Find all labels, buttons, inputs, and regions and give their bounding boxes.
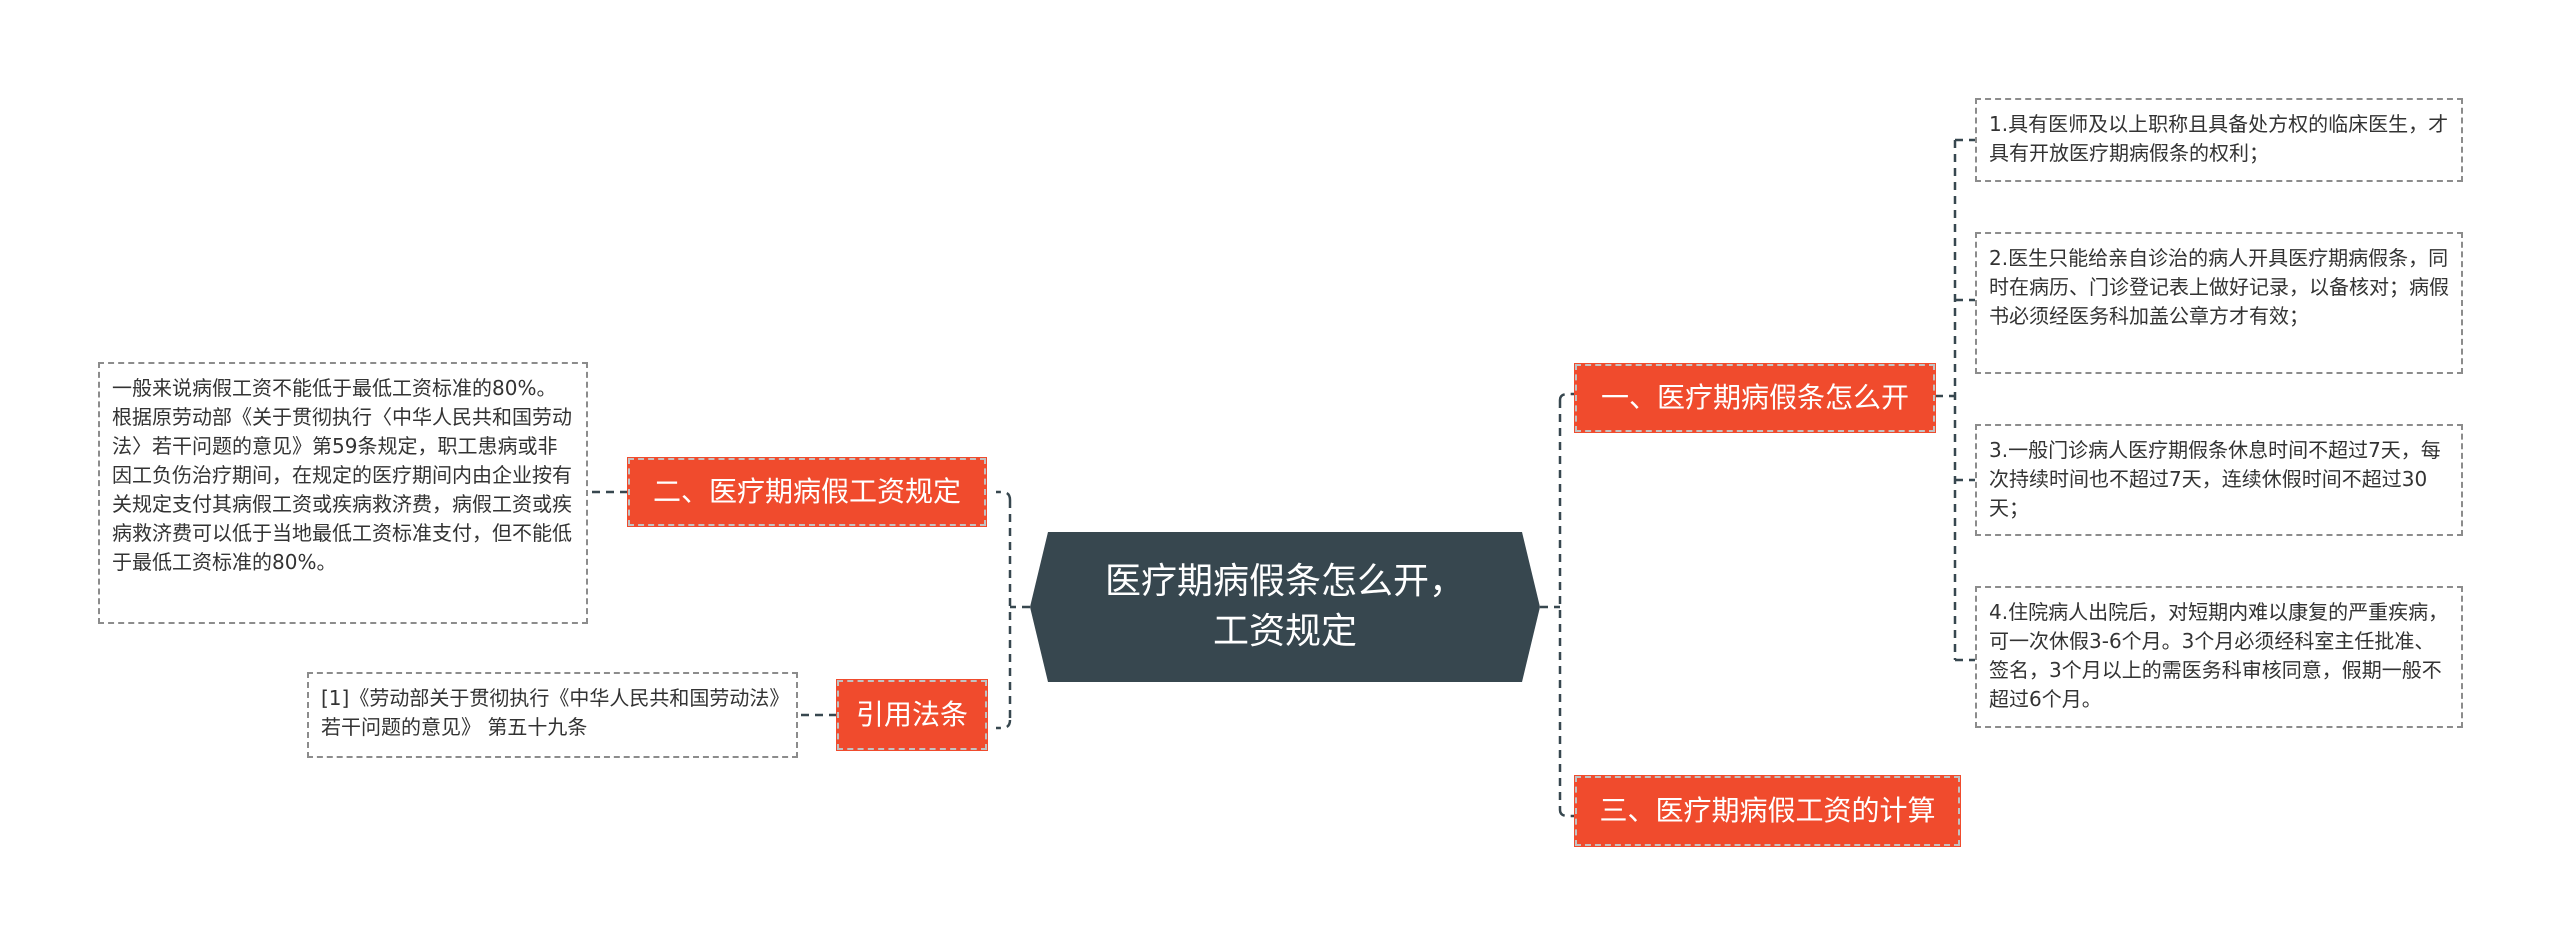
branch-sick-pay-rules-label: 二、医疗期病假工资规定 xyxy=(652,475,961,508)
central-topic[interactable]: 医疗期病假条怎么开，工资规定 xyxy=(1030,532,1540,682)
leaf-issue-rule-3: 3.一般门诊病人医疗期假条休息时间不超过7天，每次持续时间也不超过7天，连续休假… xyxy=(1975,424,2463,536)
leaf-sick-pay-rules-detail: 一般来说病假工资不能低于最低工资标准的80%。根据原劳动部《关于贯彻执行〈中华人… xyxy=(98,362,588,624)
connector-right-branch-1 xyxy=(1558,392,1575,401)
leaf-issue-rule-1: 1.具有医师及以上职称且具备处方权的临床医生，才具有开放医疗期病假条的权利； xyxy=(1975,98,2463,182)
leaf-cited-law-detail: [1]《劳动部关于贯彻执行《中华人民共和国劳动法》若干问题的意见》 第五十九条 xyxy=(307,672,798,758)
branch-how-to-issue-note[interactable]: 一、医疗期病假条怎么开 xyxy=(1574,363,1936,433)
branch-cited-law-label: 引用法条 xyxy=(855,698,968,731)
central-topic-label: 医疗期病假条怎么开，工资规定 xyxy=(1104,561,1465,652)
connector-left-branch-1 xyxy=(996,490,1012,501)
leaf-issue-rule-2: 2.医生只能给亲自诊治的病人开具医疗期病假条，同时在病历、门诊登记表上做好记录，… xyxy=(1975,232,2463,374)
branch-sick-pay-calculation[interactable]: 三、医疗期病假工资的计算 xyxy=(1574,775,1961,847)
central-topic-shape xyxy=(1030,532,1540,682)
branch-sick-pay-rules[interactable]: 二、医疗期病假工资规定 xyxy=(627,457,987,527)
leaf-issue-rule-4: 4.住院病人出院后，对短期内难以康复的严重疾病，可一次休假3-6个月。3个月必须… xyxy=(1975,586,2463,728)
branch-how-to-issue-note-label: 一、医疗期病假条怎么开 xyxy=(1600,381,1909,414)
branch-sick-pay-calculation-label: 三、医疗期病假工资的计算 xyxy=(1599,794,1936,827)
connector-left-branch-2 xyxy=(996,719,1012,730)
connector-right-branch-2 xyxy=(1558,809,1575,818)
branch-cited-law[interactable]: 引用法条 xyxy=(836,679,988,751)
